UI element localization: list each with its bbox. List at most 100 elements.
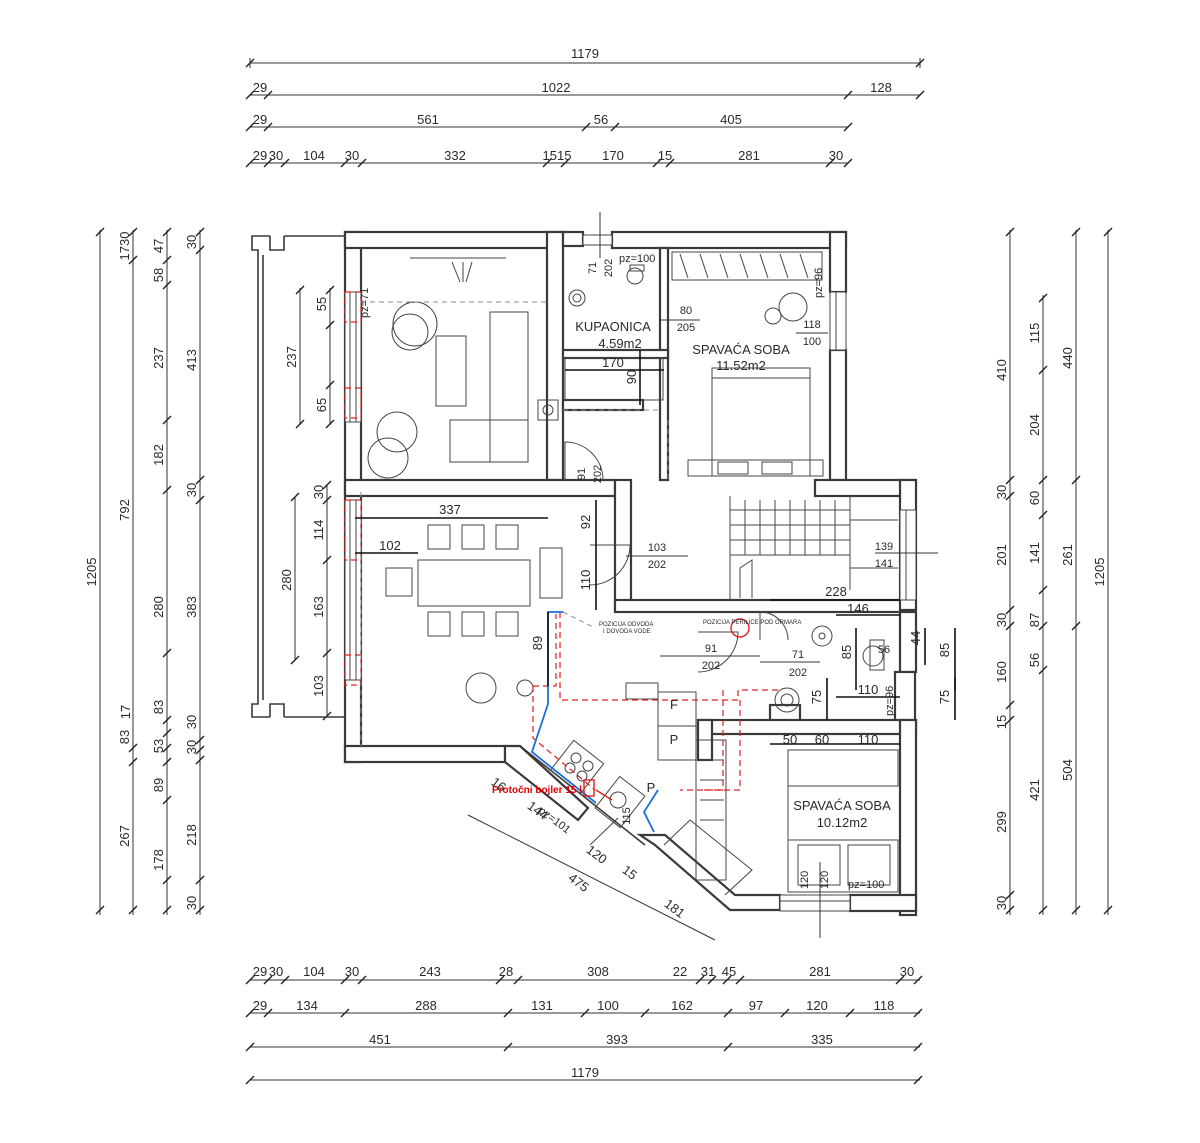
dim-left-c2-c: 83 — [117, 730, 132, 744]
dim-int-146: 146 — [847, 601, 869, 616]
kitchen-dim-115: 115 — [621, 807, 633, 825]
dim-int-50: 50 — [783, 732, 797, 747]
dim-int-89: 89 — [530, 636, 545, 650]
dim-top-row4-j: 30 — [829, 148, 843, 163]
dimension-tick — [245, 1075, 255, 1085]
opening-pz-small: pz=96 — [884, 686, 896, 716]
dimension-tick — [263, 158, 273, 168]
dimension-tick — [325, 380, 335, 390]
dimension-tick — [1103, 905, 1113, 915]
dimension-tick — [1005, 700, 1015, 710]
dimension-tick — [1005, 890, 1015, 900]
dim-int-228: 228 — [825, 584, 847, 599]
dim-left-c3-f: 83 — [151, 700, 166, 714]
dim-top-row2-a: 29 — [253, 80, 267, 95]
dimension-tick — [1038, 293, 1048, 303]
dimension-tick — [295, 419, 305, 429]
door-71-height: 202 — [789, 667, 807, 679]
dim-bot-row2-c: 288 — [415, 998, 437, 1013]
dim-int-110: 110 — [578, 570, 593, 591]
dim-int-60: 60 — [815, 732, 829, 747]
dimension-tick — [1038, 621, 1048, 631]
dim-right-c2-a: 115 — [1027, 323, 1042, 344]
win-bath-width: 71 — [587, 262, 599, 274]
dimension-tick — [895, 975, 905, 985]
right-tick-marks — [1005, 227, 1113, 915]
dimension-tick — [542, 158, 552, 168]
dimension-tick — [95, 227, 105, 237]
dim-top-row3-b: 561 — [417, 112, 439, 127]
dimension-tick — [1071, 905, 1081, 915]
dim-bot-total: 1179 — [571, 1065, 599, 1080]
dimension-tick — [503, 1042, 513, 1052]
door-91a-width: 91 — [576, 468, 588, 480]
dimension-tick — [513, 975, 523, 985]
dimension-tick — [1038, 475, 1048, 485]
dim-bot-row2-g: 97 — [749, 998, 763, 1013]
dimension-tick — [1005, 605, 1015, 615]
dim-right-c1-a: 410 — [994, 359, 1009, 381]
dim-diag-16: 16 — [488, 774, 509, 795]
dimension-tick — [263, 975, 273, 985]
dimension-tick — [843, 90, 853, 100]
dimension-tick — [162, 743, 172, 753]
dim-left-c3-i: 89 — [151, 778, 166, 792]
room-bed1-name: SPAVAĆA SOBA — [692, 342, 790, 357]
dimension-tick — [503, 1008, 513, 1018]
dim-right-c2-b: 204 — [1027, 414, 1042, 436]
dimension-tick — [195, 475, 205, 485]
dim-bot-row2-d: 131 — [531, 998, 553, 1013]
dim-top-row3-a: 29 — [253, 112, 267, 127]
door-103-width: 103 — [648, 542, 666, 554]
dim-bot-row1-j: 45 — [722, 964, 736, 979]
dimension-tick — [695, 975, 705, 985]
dimension-tick — [263, 1008, 273, 1018]
dimension-tick — [128, 757, 138, 767]
room-bath-area: 4.59m2 — [598, 336, 641, 351]
dim-left-inner-237: 237 — [284, 346, 299, 368]
dimension-tick — [560, 158, 570, 168]
win-139-height: 141 — [875, 558, 893, 570]
dim-left-inner-55: 55 — [314, 297, 329, 311]
dimension-tick — [195, 495, 205, 505]
dim-left-c4-a: 30 — [184, 235, 199, 249]
opening-pz96: pz=96 — [813, 268, 825, 298]
dim-right-c1-f: 15 — [994, 715, 1009, 729]
dim-left-c4-d: 383 — [184, 596, 199, 618]
dim-right-c2-g: 421 — [1027, 779, 1042, 801]
dim-left-c3-b: 58 — [151, 268, 166, 282]
dim-left-c2-a: 1730 — [117, 232, 132, 261]
dimension-tick — [162, 795, 172, 805]
dimension-tick — [340, 158, 350, 168]
dim-bot-row1-d: 30 — [345, 964, 359, 979]
dim-left-c4-b: 413 — [184, 349, 199, 371]
dim-bot-row3-c: 335 — [811, 1032, 833, 1047]
dimension-tick — [735, 975, 745, 985]
dim-int-85a: 85 — [839, 645, 854, 659]
dim-left-inner-114: 114 — [311, 520, 326, 541]
dimension-tick — [325, 320, 335, 330]
dim-int-75a: 75 — [809, 690, 824, 704]
dim-left-c3-j: 178 — [151, 849, 166, 871]
dim-bot-row1-c: 104 — [303, 964, 325, 979]
dim-left-c3-c: 237 — [151, 347, 166, 369]
dimension-tick — [128, 255, 138, 265]
dim-right-c2-d: 141 — [1027, 542, 1042, 564]
left-dimensions — [99, 230, 331, 915]
dimension-tick — [128, 227, 138, 237]
dimension-tick — [322, 480, 332, 490]
dimension-tick — [162, 415, 172, 425]
dim-right-c1-e: 160 — [994, 661, 1009, 683]
dim-right-c2-f: 56 — [1027, 653, 1042, 667]
dim-left-c4-e: 30 — [184, 715, 199, 729]
dimension-tick — [162, 875, 172, 885]
dimension-tick — [915, 90, 925, 100]
right-dimensions — [1009, 230, 1109, 915]
dimension-tick — [495, 975, 505, 985]
dimension-tick — [290, 492, 300, 502]
door-103-height: 202 — [648, 559, 666, 571]
room-bed1-area: 11.52m2 — [716, 358, 766, 373]
dimension-tick — [913, 1042, 923, 1052]
dimension-tick — [162, 485, 172, 495]
door-71-width: 71 — [792, 649, 804, 661]
